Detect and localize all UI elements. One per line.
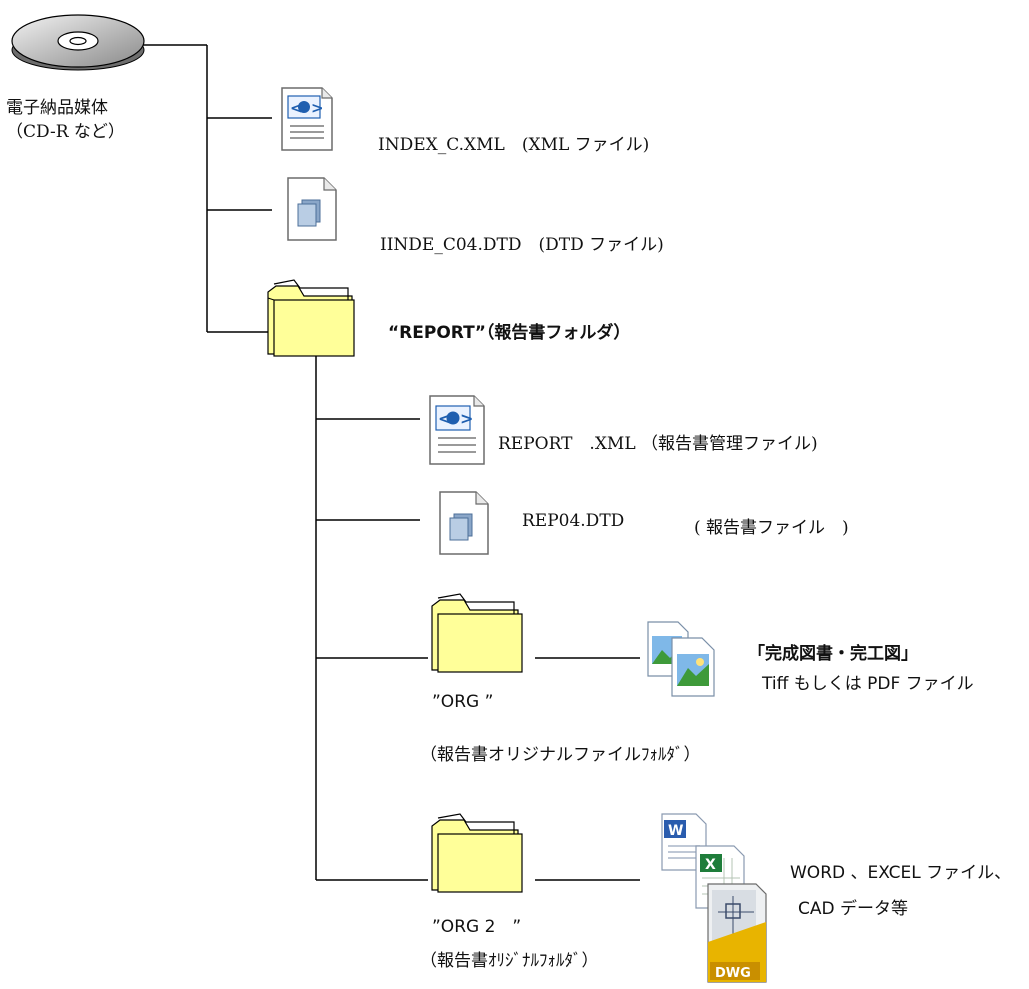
org2-folder-name: ”ORG 2 ” bbox=[432, 917, 522, 937]
office-cad-files-icon: W X DWG bbox=[660, 812, 790, 984]
index-xml-label: INDEX_C.XML (XML ファイル) bbox=[378, 135, 650, 155]
report-folder-label: “REPORT”（報告書フォルダ） bbox=[388, 323, 631, 343]
xml-file-icon: < > bbox=[276, 86, 336, 152]
media-label: 電子納品媒体 bbox=[6, 98, 108, 118]
media-sublabel: （CD-R など） bbox=[6, 122, 125, 142]
image-files-icon bbox=[644, 618, 718, 698]
rep-dtd-name: REP04.DTD bbox=[522, 511, 625, 531]
svg-text:X: X bbox=[705, 857, 716, 873]
report-xml-icon: < > bbox=[424, 394, 488, 466]
svg-text:>: > bbox=[311, 99, 324, 117]
org-files-line2: Tiff もしくは PDF ファイル bbox=[762, 674, 974, 694]
svg-text:W: W bbox=[668, 823, 683, 839]
org-files-line1: 「完成図書・完工図」 bbox=[748, 644, 918, 664]
index-dtd-label: IINDE_C04.DTD (DTD ファイル) bbox=[380, 235, 664, 255]
dtd-file-icon bbox=[282, 176, 340, 242]
report-folder-icon bbox=[264, 278, 358, 358]
rep-dtd-desc: ( 報告書ファイル ) bbox=[694, 518, 849, 538]
org-folder-name: ”ORG ” bbox=[432, 692, 494, 712]
svg-text:DWG: DWG bbox=[715, 966, 751, 981]
org2-folder-icon bbox=[428, 812, 526, 894]
report-xml-label: REPORT .XML （報告書管理ファイル) bbox=[498, 434, 818, 454]
org-folder-icon bbox=[428, 592, 526, 674]
org2-folder-desc: （報告書ｵﾘｼﾞﾅﾙﾌｫﾙﾀﾞ） bbox=[420, 951, 599, 971]
svg-text:>: > bbox=[460, 409, 473, 428]
org2-files-line2: CAD データ等 bbox=[798, 899, 908, 919]
org-folder-desc: （報告書オリジナルファイルﾌｫﾙﾀﾞ） bbox=[420, 745, 701, 765]
org2-files-line1: WORD 、EXCEL ファイル、 bbox=[790, 863, 1012, 883]
svg-text:<: < bbox=[438, 409, 451, 428]
cd-disc-icon bbox=[10, 12, 146, 72]
rep-dtd-icon bbox=[434, 490, 492, 556]
